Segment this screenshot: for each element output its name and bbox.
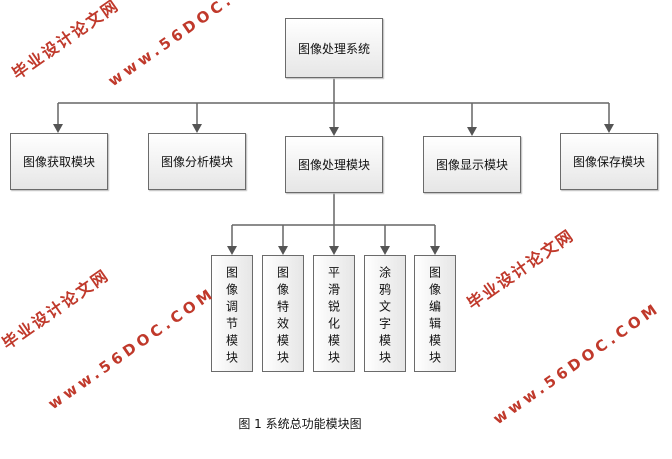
arrowhead-icon	[53, 124, 63, 133]
module-label: 图像获取模块	[22, 155, 95, 169]
module-node: 图像处理模块	[285, 136, 383, 193]
arrowhead-icon	[192, 124, 202, 133]
module-label: 图像处理模块	[297, 158, 370, 172]
submodule-label: 图像特效模块	[275, 266, 290, 368]
figure-caption: 图 1 系统总功能模块图	[238, 417, 362, 431]
module-node: 图像获取模块	[10, 133, 108, 190]
arrowhead-icon	[380, 246, 390, 255]
arrowhead-icon	[329, 246, 339, 255]
submodule-label: 图像编辑模块	[427, 266, 442, 368]
arrowhead-icon	[278, 246, 288, 255]
module-label: 图像保存模块	[572, 155, 645, 169]
arrowhead-icon	[227, 246, 237, 255]
submodule-node: 涂鸦文字模块	[364, 255, 406, 372]
submodule-label: 图像调节模块	[224, 266, 239, 368]
root-node: 图像处理系统	[285, 18, 383, 78]
root-label: 图像处理系统	[297, 41, 370, 56]
arrowhead-icon	[329, 127, 339, 136]
arrowhead-icon	[467, 127, 477, 136]
submodule-node: 图像编辑模块	[414, 255, 456, 372]
arrowhead-icon	[430, 246, 440, 255]
module-label: 图像分析模块	[160, 155, 233, 169]
module-label: 图像显示模块	[435, 158, 508, 172]
submodule-node: 平滑锐化模块	[313, 255, 355, 372]
arrowhead-icon	[604, 124, 614, 133]
module-node: 图像显示模块	[423, 136, 521, 193]
submodule-node: 图像调节模块	[211, 255, 253, 372]
module-node: 图像保存模块	[560, 133, 658, 190]
module-node: 图像分析模块	[148, 133, 246, 190]
submodule-label: 涂鸦文字模块	[377, 266, 392, 368]
submodule-label: 平滑锐化模块	[326, 266, 341, 368]
submodule-node: 图像特效模块	[262, 255, 304, 372]
